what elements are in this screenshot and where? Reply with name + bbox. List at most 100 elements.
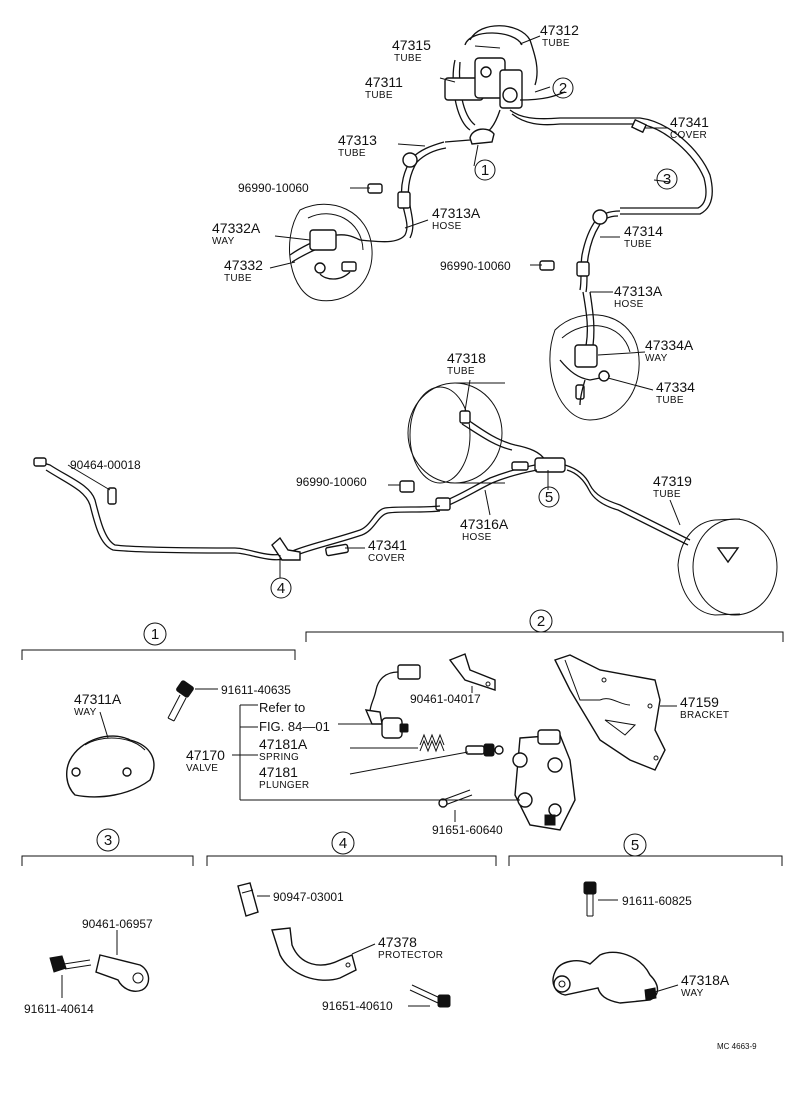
svg-text:1: 1	[481, 162, 489, 179]
svg-text:5: 5	[545, 489, 553, 506]
section-5-number: 5	[631, 837, 639, 854]
label-47318-name: TUBE	[447, 366, 475, 377]
section-3-number: 3	[104, 832, 112, 849]
label-47316a-name: HOSE	[462, 532, 492, 543]
label-47332a: 47332A	[212, 220, 261, 236]
grommet-icon	[402, 152, 418, 168]
label-47341-top-name: COVER	[670, 130, 707, 141]
valve-group-bracket	[232, 704, 520, 801]
label-47332a-name: WAY	[212, 236, 235, 247]
label-47341-bottom: 47341	[368, 537, 407, 553]
label-47159: 47159	[680, 694, 719, 710]
label-47318a: 47318A	[681, 972, 730, 988]
way-47318a-part	[552, 951, 659, 1004]
label-47332: 47332	[224, 257, 263, 273]
label-47315: 47315	[392, 37, 431, 53]
left-front-drum	[289, 203, 373, 302]
rear-left-drum	[407, 382, 505, 484]
label-47334a: 47334A	[645, 337, 694, 353]
label-90461-06957: 90461-06957	[82, 917, 153, 931]
right-front-drum	[549, 314, 640, 421]
label-47313a-left-name: HOSE	[432, 221, 462, 232]
section-4-number: 4	[339, 835, 347, 852]
label-91611-40635: 91611-40635	[221, 683, 291, 697]
label-47313: 47313	[338, 132, 377, 148]
label-47318: 47318	[447, 350, 486, 366]
clip-icon	[367, 183, 383, 194]
label-47313-name: TUBE	[338, 148, 366, 159]
label-47316a: 47316A	[460, 516, 509, 532]
label-96990-c: 96990-10060	[296, 475, 367, 489]
label-47313a-right-name: HOSE	[614, 299, 644, 310]
label-47319-name: TUBE	[653, 489, 681, 500]
label-47341-top: 47341	[670, 114, 709, 130]
label-47311a: 47311A	[74, 691, 122, 707]
bolt-icon	[167, 680, 194, 722]
sensor-part	[364, 664, 421, 739]
diagram-code: MC 4663-9	[717, 1042, 757, 1051]
label-47311a-name: WAY	[74, 707, 97, 718]
valve-body-part	[512, 729, 576, 831]
refer-to-text: Refer to	[259, 700, 305, 715]
svg-text:47312: 47312	[540, 22, 579, 38]
protector-part	[271, 927, 357, 981]
label-47334: 47334	[656, 379, 695, 395]
section-2-number: 2	[537, 613, 545, 630]
figure-reference: FIG. 84—01	[259, 719, 330, 734]
label-91651-60640: 91651-60640	[432, 823, 503, 837]
label-47313a-right: 47313A	[614, 283, 663, 299]
label-47311: 47311	[365, 74, 403, 90]
label-96990-b: 96990-10060	[440, 259, 511, 273]
label-47311-name: TUBE	[365, 90, 393, 101]
section-1-number: 1	[151, 626, 159, 643]
bolt-icon	[438, 789, 473, 808]
label-47181a: 47181A	[259, 736, 308, 752]
label-47170: 47170	[186, 747, 225, 763]
label-47378: 47378	[378, 934, 417, 950]
label-47181a-name: SPRING	[259, 752, 299, 763]
label-47159-name: BRACKET	[680, 710, 729, 721]
plunger-part	[465, 743, 504, 757]
triangle-mark-icon	[716, 547, 740, 564]
label-91611-40614: 91611-40614	[24, 1002, 94, 1016]
master-cylinder-assembly	[444, 25, 713, 215]
label-90461-04017: 90461-04017	[410, 692, 481, 706]
svg-text:2: 2	[559, 80, 567, 97]
bracket-47159-part	[554, 654, 666, 771]
label-47318a-name: WAY	[681, 988, 704, 999]
label-47181-name: PLUNGER	[259, 780, 309, 791]
small-bracket-part	[448, 653, 496, 691]
clip-icon	[399, 480, 415, 493]
bolt-icon	[583, 881, 597, 917]
svg-text:3: 3	[663, 171, 671, 188]
label-96990-a: 96990-10060	[238, 181, 309, 195]
leader-lines	[67, 35, 681, 578]
clip-icon	[539, 260, 555, 271]
rear-right-drum	[677, 518, 778, 616]
label-91651-40610: 91651-40610	[322, 999, 393, 1013]
label-90947-03001: 90947-03001	[273, 890, 344, 904]
section-brackets: 1 2 3 4 5	[21, 609, 784, 866]
label-47181: 47181	[259, 764, 298, 780]
label-47313a-left: 47313A	[432, 205, 481, 221]
bolt-icon	[49, 955, 92, 973]
spring-part	[419, 733, 445, 753]
label-47315-name: TUBE	[394, 53, 422, 64]
label-47319: 47319	[653, 473, 692, 489]
strap-bracket-part	[95, 954, 150, 992]
label-47312: 47312	[540, 22, 579, 38]
way-47311a-part	[66, 735, 155, 798]
clip-icon	[237, 882, 259, 917]
label-91611-60825: 91611-60825	[622, 894, 692, 908]
label-47378-name: PROTECTOR	[378, 950, 443, 961]
label-90464: 90464-00018	[70, 458, 141, 472]
circled-number-icon: 1 2 3 4 5	[270, 77, 678, 599]
label-47170-name: VALVE	[186, 763, 218, 774]
label-47314-name: TUBE	[624, 239, 652, 250]
label-47334a-name: WAY	[645, 353, 668, 364]
label-47312-name: TUBE	[542, 38, 570, 49]
label-47314: 47314	[624, 223, 663, 239]
bolt-icon	[409, 984, 451, 1008]
svg-text:4: 4	[277, 580, 285, 597]
